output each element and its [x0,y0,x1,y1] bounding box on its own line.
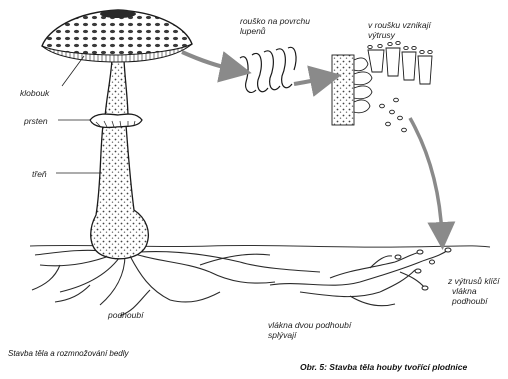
caption-right: Obr. 5: Stavba těla houby tvořící plodni… [300,362,467,372]
label-vytrusy-line2: výtrusy [368,30,395,40]
basidia-section [332,41,432,131]
label-splyvaji-line1: vlákna dvou podhoubí [268,320,351,330]
arrow-gills-to-basidia [294,78,326,84]
spores-germinating [395,248,451,290]
label-klici-line2: vlákna [452,286,477,296]
label-vytrusy-line1: v roušku vznikají [368,20,431,30]
leader-lines [56,56,102,173]
gill-section [240,47,296,92]
label-klici-line1: z výtrusů klíčí [448,276,499,286]
arrow-spores-to-ground [410,118,442,236]
label-podhoubi: podhoubí [108,310,143,320]
label-splyvaji-line2: splývají [268,330,296,340]
caption-left: Stavba těla a rozmnožování bedly [8,349,129,358]
label-klici-line3: podhoubí [452,296,487,306]
stalk [91,60,149,259]
mycelium-right [270,250,448,306]
mycelium-left [32,250,320,316]
label-tren: třeň [32,169,47,179]
label-rousko-line2: lupenů [240,26,266,36]
label-prsten: prsten [24,116,48,126]
label-rousko-line1: rouško na povrchu [240,16,310,26]
label-klobouk: klobouk [20,88,49,98]
arrow-cap-to-gills [182,52,236,70]
cap [42,10,192,62]
ring [90,114,142,127]
